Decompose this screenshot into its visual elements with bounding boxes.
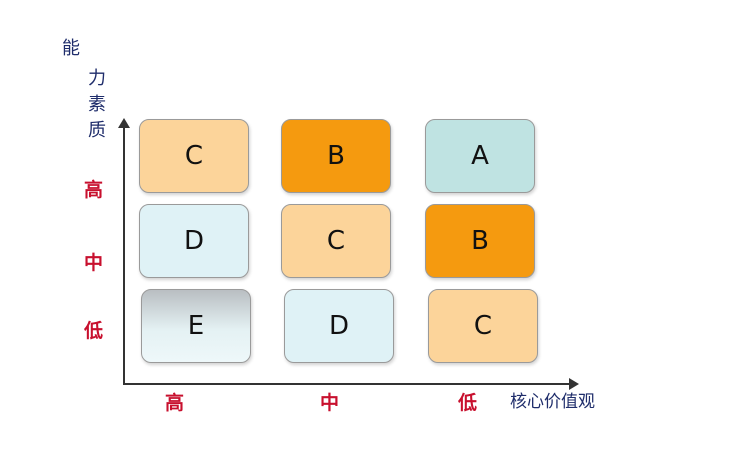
- cell-r3-c1: E: [141, 289, 251, 363]
- y-level-low: 低: [84, 320, 104, 342]
- y-axis-title-char-3: 素: [88, 94, 106, 115]
- x-axis-title: 核心价值观: [510, 392, 595, 412]
- cell-r1-c3: A: [425, 119, 535, 193]
- cell-r3-c2: D: [284, 289, 394, 363]
- x-level-high: 高: [165, 392, 185, 414]
- y-axis-line: [123, 126, 125, 384]
- x-axis-line: [123, 383, 571, 385]
- y-axis-title-char-4: 质: [88, 120, 106, 141]
- cell-r1-c2: B: [281, 119, 391, 193]
- y-level-high: 高: [84, 179, 104, 201]
- y-axis-arrow-icon: [118, 118, 130, 128]
- y-level-mid: 中: [84, 252, 104, 274]
- y-axis-title-char-1: 能: [62, 38, 80, 59]
- cell-r2-c3: B: [425, 204, 535, 278]
- x-level-low: 低: [458, 392, 478, 414]
- cell-r3-c3: C: [428, 289, 538, 363]
- x-level-mid: 中: [320, 392, 340, 414]
- cell-r2-c1: D: [139, 204, 249, 278]
- cell-r2-c2: C: [281, 204, 391, 278]
- cell-r1-c1: C: [139, 119, 249, 193]
- x-axis-arrow-icon: [569, 378, 579, 390]
- y-axis-title-char-2: 力: [88, 68, 106, 89]
